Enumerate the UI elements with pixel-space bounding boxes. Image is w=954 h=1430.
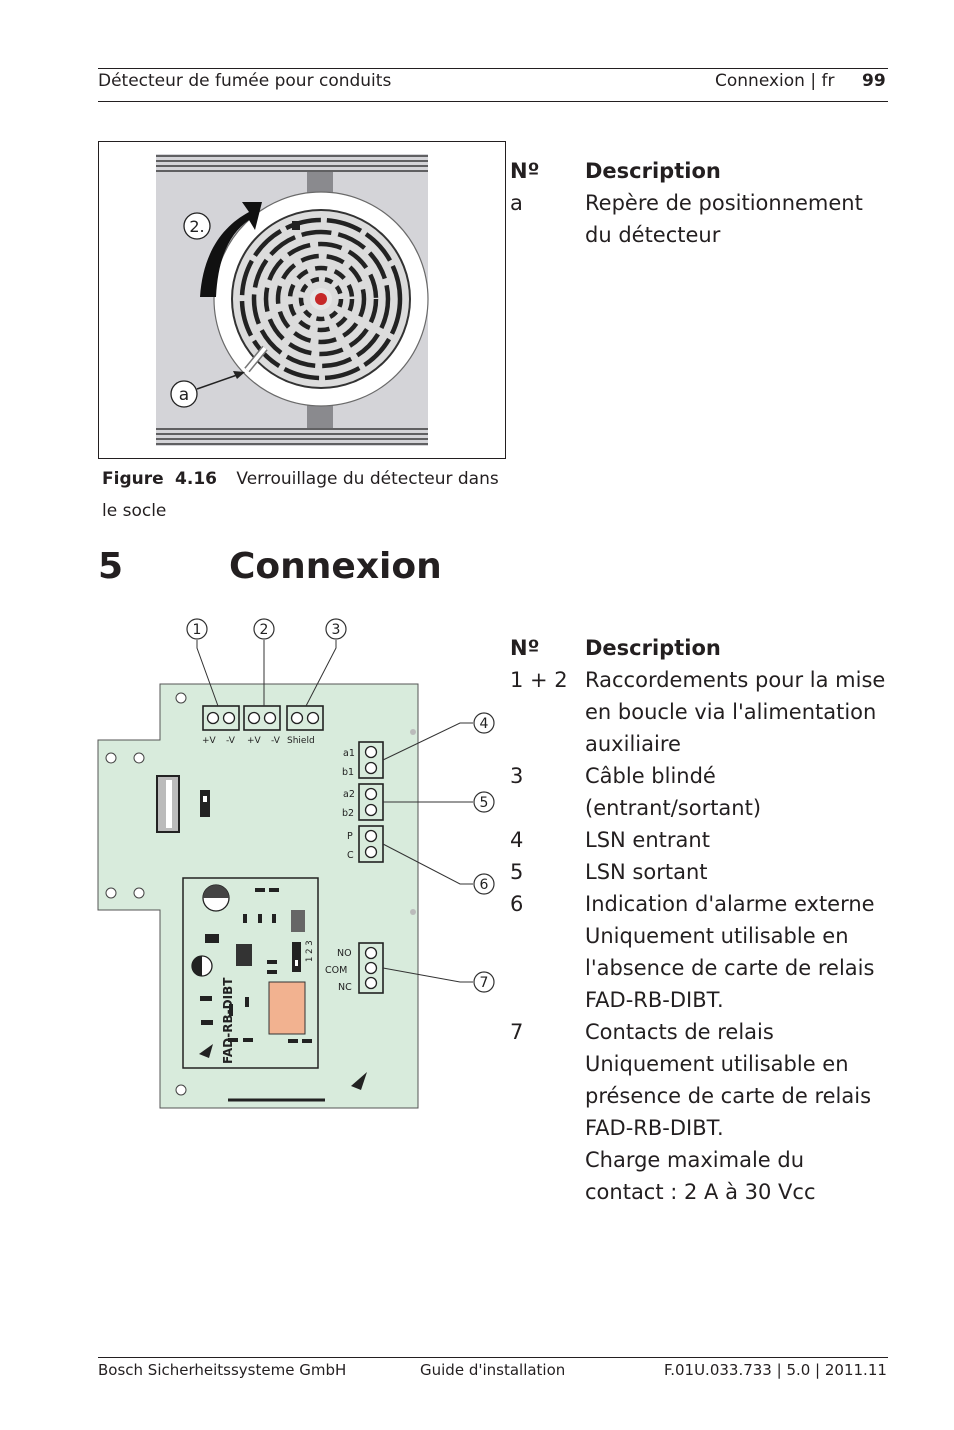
table-row: 4 LSN entrant [510, 824, 890, 856]
caption-text-line2: le socle [102, 501, 167, 521]
callout-3: 3 [325, 618, 347, 640]
row-desc: LSN entrant [585, 824, 890, 856]
row-desc-line: Uniquement utilisable en [585, 924, 849, 948]
row-desc-line: Repère de positionnement [585, 191, 863, 215]
term-minus-v-1: -V [226, 736, 236, 746]
svg-text:7: 7 [480, 975, 489, 991]
term-shield: Shield [287, 736, 315, 746]
chapter-title: Connexion [229, 546, 442, 587]
row-desc-line: FAD-RB-DIBT. [585, 1116, 724, 1140]
row-no: 5 [510, 860, 524, 884]
svg-text:2: 2 [260, 622, 269, 638]
row-desc: Indication d'alarme externe Uniquement u… [585, 888, 890, 1016]
term-a1: a1 [343, 748, 355, 759]
row-desc-line: FAD-RB-DIBT. [585, 988, 724, 1012]
row-desc: Contacts de relais Uniquement utilisable… [585, 1016, 890, 1208]
row-desc-line: Câble blindé [585, 764, 716, 788]
row-desc-line: auxiliaire [585, 732, 681, 756]
footer-doc: Guide d'installation [420, 1361, 566, 1379]
term-com: COM [325, 965, 347, 976]
svg-text:6: 6 [480, 877, 489, 893]
row-desc-line: (entrant/sortant) [585, 796, 762, 820]
row-desc-line: LSN sortant [585, 860, 708, 884]
marker-a-label: a [179, 385, 189, 405]
term-b2: b2 [342, 808, 354, 819]
callout-4: 4 [473, 712, 495, 734]
detector-lock-illustration: 2. a [156, 154, 429, 446]
svg-text:1: 1 [193, 622, 202, 638]
header-rule-top [98, 68, 888, 69]
col-desc-header: Description [585, 159, 721, 183]
footer-rule [98, 1357, 888, 1358]
table-row: 1 + 2 Raccordements pour la mise en bouc… [510, 664, 890, 760]
term-c: C [347, 850, 354, 861]
row-desc: Raccordements pour la mise en boucle via… [585, 664, 890, 760]
step-2-label: 2. [189, 217, 204, 236]
page-number: 99 [862, 71, 886, 91]
row-no: 3 [510, 764, 524, 788]
term-plus-v-1: +V [202, 736, 217, 746]
callout-7: 7 [473, 971, 495, 993]
callout-1: 1 [186, 618, 208, 640]
svg-text:5: 5 [480, 795, 489, 811]
term-a2: a2 [343, 789, 355, 800]
row-desc: LSN sortant [585, 856, 890, 888]
header-section: Connexion | fr [715, 71, 835, 91]
col-desc-header: Description [585, 636, 721, 660]
row-desc-line: Indication d'alarme externe [585, 892, 875, 916]
row-desc-line: contact : 2 A à 30 Vcc [585, 1180, 816, 1204]
table-positioning: Nº Description a Repère de positionnemen… [510, 155, 890, 251]
row-desc-line: l'absence de carte de relais [585, 956, 875, 980]
row-desc: Repère de positionnement du détecteur [585, 187, 890, 251]
relay-card-label: FAD-RB-DIBT [221, 977, 235, 1064]
row-desc-line: en boucle via l'alimentation [585, 700, 877, 724]
caption-label: Figure [102, 469, 164, 489]
callout-5: 5 [473, 791, 495, 813]
term-b1: b1 [342, 767, 354, 778]
term-p: P [347, 831, 353, 842]
wiring-board-diagram: +V -V +V -V Shield a1 b1 a2 b2 P C NO CO… [97, 618, 495, 1109]
row-desc-line: Raccordements pour la mise [585, 668, 886, 692]
row-no: 4 [510, 828, 524, 852]
table-connections: Nº Description 1 + 2 Raccordements pour … [510, 632, 890, 1208]
table-row: 7 Contacts de relais Uniquement utilisab… [510, 1016, 890, 1208]
row-desc-line: du détecteur [585, 223, 721, 247]
row-desc-line: Uniquement utilisable en [585, 1052, 849, 1076]
svg-text:3: 3 [332, 622, 341, 638]
row-desc-line: présence de carte de relais [585, 1084, 872, 1108]
chapter-number: 5 [98, 546, 124, 587]
caption-number: 4.16 [175, 469, 217, 489]
term-no: NO [337, 948, 352, 959]
table-header: Nº Description [510, 632, 890, 664]
row-desc: Câble blindé (entrant/sortant) [585, 760, 890, 824]
figure-caption: Figure 4.16 Verrouillage du détecteur da… [102, 463, 507, 527]
table-header: Nº Description [510, 155, 890, 187]
footer-ref: F.01U.033.733 | 5.0 | 2011.11 [664, 1361, 887, 1379]
jumper-numbers: 1 2 3 [305, 940, 315, 962]
table-row: 5 LSN sortant [510, 856, 890, 888]
figure-detector-lock: 2. a [98, 141, 506, 459]
caption-text: Verrouillage du détecteur dans [236, 469, 499, 489]
row-desc-line: LSN entrant [585, 828, 710, 852]
col-no-header: Nº [510, 636, 540, 660]
row-no: 6 [510, 892, 524, 916]
row-desc-line: Charge maximale du [585, 1148, 805, 1172]
row-no: a [510, 191, 523, 215]
svg-text:4: 4 [480, 716, 489, 732]
term-nc: NC [338, 982, 352, 993]
row-no: 1 + 2 [510, 668, 568, 692]
row-no: 7 [510, 1020, 524, 1044]
table-row: 6 Indication d'alarme externe Uniquement… [510, 888, 890, 1016]
header-title: Détecteur de fumée pour conduits [98, 71, 392, 91]
col-no-header: Nº [510, 159, 540, 183]
footer-company: Bosch Sicherheitssysteme GmbH [98, 1361, 347, 1379]
header-rule-bottom [98, 101, 888, 102]
table-row: a Repère de positionnement du détecteur [510, 187, 890, 251]
term-minus-v-2: -V [271, 736, 281, 746]
table-row: 3 Câble blindé (entrant/sortant) [510, 760, 890, 824]
callout-2: 2 [253, 618, 275, 640]
callout-6: 6 [473, 873, 495, 895]
term-plus-v-2: +V [247, 736, 262, 746]
row-desc-line: Contacts de relais [585, 1020, 774, 1044]
